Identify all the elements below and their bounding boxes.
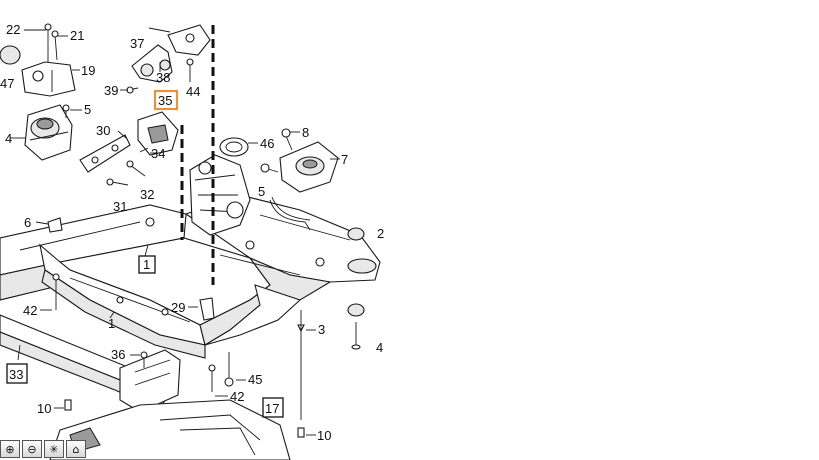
callout-30: 30 [96, 123, 110, 138]
callout-38: 38 [156, 70, 170, 85]
gasket[interactable] [219, 137, 249, 157]
callout-45: 45 [248, 372, 262, 387]
mount-bracket-30[interactable] [79, 134, 131, 173]
callout-46: 46 [260, 136, 274, 151]
callout-36: 36 [111, 347, 125, 362]
callout-32: 32 [140, 187, 154, 202]
callout-34: 34 [151, 146, 165, 161]
home-icon: ⌂ [72, 442, 80, 456]
subframe[interactable] [0, 154, 381, 359]
zoom-out-icon: ⊖ [27, 442, 37, 456]
pointer-icon: ✳ [49, 442, 59, 456]
callout-21: 21 [70, 28, 84, 43]
callout-35: 35 [158, 93, 172, 108]
zoom-in-icon: ⊕ [5, 442, 15, 456]
callout-3: 3 [318, 322, 325, 337]
callout-2-cut: 2 [377, 226, 384, 241]
callout-7: 7 [341, 152, 348, 167]
upper-bracket[interactable] [167, 24, 211, 56]
callout-1: 1 [108, 316, 115, 331]
callout-10-right: 10 [317, 428, 331, 443]
washer [0, 45, 21, 65]
callout-5-left: 5 [84, 102, 91, 117]
bolts [44, 23, 365, 438]
callout-44: 44 [186, 84, 200, 99]
select-button[interactable]: ✳ [44, 440, 64, 458]
callout-1-box-frame [138, 255, 156, 274]
engine-mount-bracket[interactable] [21, 61, 76, 97]
callout-29: 29 [171, 300, 185, 315]
callout-22: 22 [6, 22, 20, 37]
callout-19: 19 [81, 63, 95, 78]
home-button[interactable]: ⌂ [66, 440, 86, 458]
callout-6: 6 [24, 215, 31, 230]
callout-labels: 22 21 19 47 5 4 37 38 39 44 35 30 34 32 … [0, 22, 384, 443]
callout-17-box-frame [262, 397, 284, 418]
callout-37: 37 [130, 36, 144, 51]
parts-diagram-viewer[interactable]: 22 21 19 47 5 4 37 38 39 44 35 30 34 32 … [0, 0, 385, 460]
crash-bracket[interactable] [119, 349, 181, 413]
rear-mount[interactable] [137, 111, 179, 156]
callout-39: 39 [104, 83, 118, 98]
torque-rod[interactable] [131, 44, 173, 83]
callout-35-highlight[interactable] [153, 89, 179, 111]
zoom-in-button[interactable]: ⊕ [0, 440, 20, 458]
viewer-toolbar: ⊕ ⊖ ✳ ⌂ [0, 440, 86, 460]
callout-5-right: 5 [258, 184, 265, 199]
zoom-out-button[interactable]: ⊖ [22, 440, 42, 458]
callout-33-box-frame [6, 363, 28, 384]
callout-47: 47 [0, 76, 14, 91]
engine-mount-right[interactable] [279, 141, 339, 193]
callout-42-right: 42 [230, 389, 244, 404]
callout-1-box: 1 [143, 257, 150, 272]
callout-8: 8 [302, 125, 309, 140]
callout-42-left: 42 [23, 303, 37, 318]
callout-31: 31 [113, 199, 127, 214]
callout-4: 4 [5, 131, 12, 146]
underbody-shield[interactable] [49, 399, 291, 460]
exploded-parts-diagram: 22 21 19 47 5 4 37 38 39 44 35 30 34 32 … [0, 22, 384, 460]
leader-lines [10, 29, 340, 436]
callout-33: 33 [9, 367, 23, 382]
callout-4-cut: 4 [376, 340, 383, 355]
callout-17: 17 [265, 401, 279, 416]
callout-10-left: 10 [37, 401, 51, 416]
engine-mount-left[interactable] [24, 104, 73, 161]
